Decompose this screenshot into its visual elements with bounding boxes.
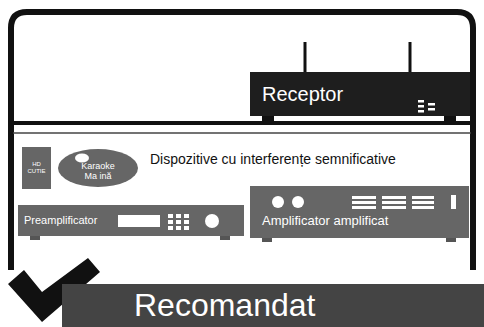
shelf-line: [13, 121, 471, 125]
receptor-box: Receptor: [250, 72, 470, 116]
node-label: HD CUTIE: [26, 161, 48, 174]
node-label: Receptor: [262, 83, 343, 105]
foot: [262, 115, 274, 122]
hd-box: HD CUTIE: [22, 147, 51, 189]
frame: [11, 12, 473, 270]
antenna: [304, 42, 307, 73]
recommended-bar: Recomandat: [62, 284, 484, 327]
antenna: [409, 42, 412, 73]
karaoke-ellipse: Karaoke Ma ină: [58, 149, 138, 187]
node-label: Preamplificator: [24, 214, 97, 226]
foot: [444, 115, 456, 122]
node-label: Amplificator amplificat: [262, 214, 388, 228]
cabinet-line: [13, 132, 471, 134]
node-label: Recomandat: [134, 288, 315, 323]
node-label: Karaoke Ma ină: [76, 162, 120, 182]
preamp-box: Preamplificator: [18, 205, 244, 236]
caption-label: Dispozitive cu interferențe semnificativ…: [150, 152, 396, 167]
amplifier-box: Amplificator amplificat: [250, 186, 469, 238]
